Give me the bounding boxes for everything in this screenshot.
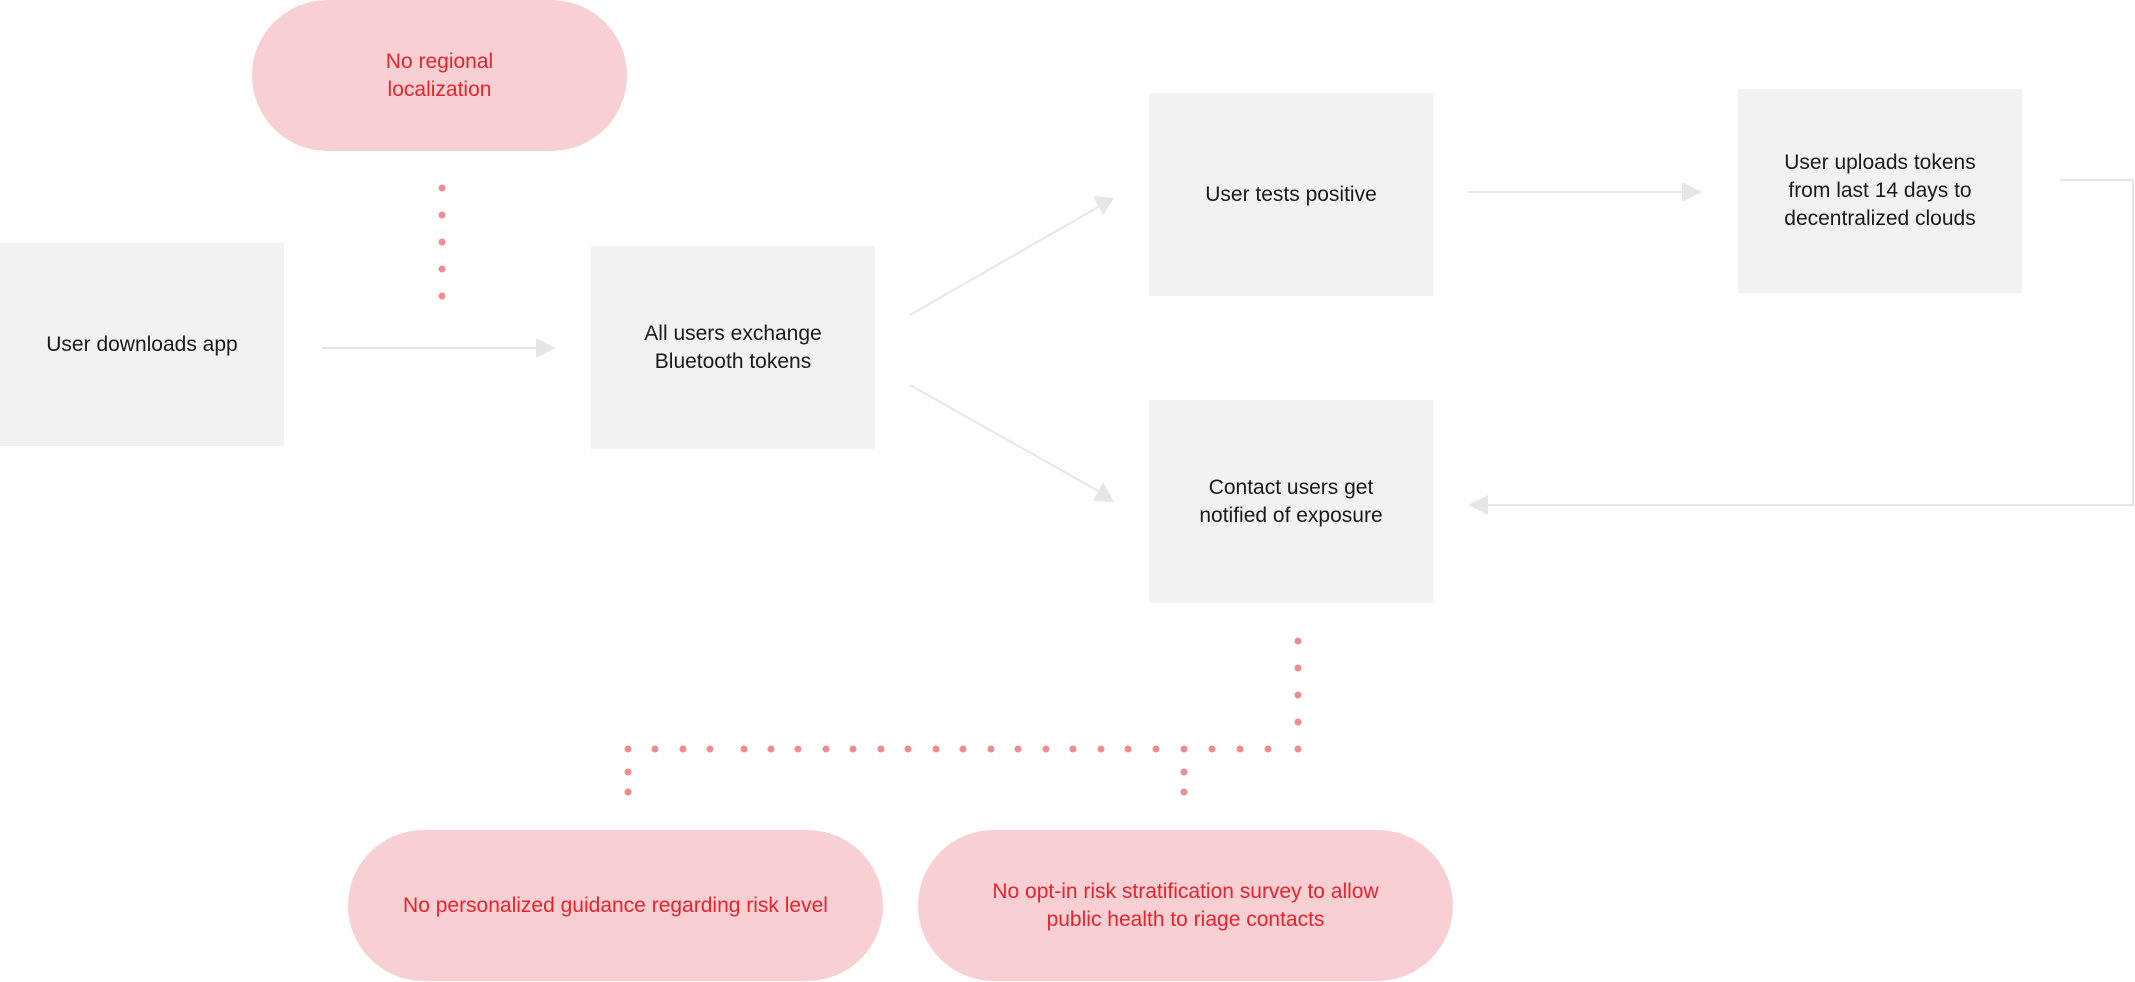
dot [1042, 745, 1050, 753]
dotted-connectors [438, 184, 1302, 796]
arrowhead-download-to-exchange [536, 338, 556, 358]
dot [932, 745, 940, 753]
dot [1180, 745, 1188, 753]
dot [1124, 745, 1132, 753]
dot [904, 745, 912, 753]
dot [987, 745, 995, 753]
dot [624, 768, 632, 776]
dot [849, 745, 857, 753]
dot [679, 745, 687, 753]
dot [438, 184, 446, 192]
dot [822, 745, 830, 753]
dot [1180, 768, 1188, 776]
step-contacts-notified: Contact users get notified of exposure [1149, 400, 1433, 603]
dot [740, 745, 748, 753]
arrow-upload-to-notified [1484, 179, 2134, 506]
dot [438, 265, 446, 273]
arrowhead-positive-to-upload [1682, 182, 1702, 202]
dot [1097, 745, 1105, 753]
dot [624, 788, 632, 796]
step-user-tests-positive: User tests positive [1149, 93, 1433, 296]
dot [1294, 637, 1302, 645]
arrowhead-exchange-to-positive [1093, 196, 1114, 215]
dot [1264, 745, 1272, 753]
arrowhead-exchange-to-notified [1093, 482, 1114, 502]
arrow-exchange-to-notified [909, 384, 1101, 493]
dot [438, 292, 446, 300]
arrow-exchange-to-positive [909, 205, 1101, 316]
dot [624, 745, 632, 753]
dot [438, 211, 446, 219]
dot [1294, 664, 1302, 672]
step-upload-tokens: User uploads tokens from last 14 days to… [1738, 89, 2022, 293]
dot [1069, 745, 1077, 753]
step-exchange-bluetooth-tokens: All users exchange Bluetooth tokens [591, 246, 875, 449]
dot [1294, 745, 1302, 753]
dot [1208, 745, 1216, 753]
step-user-downloads-app: User downloads app [0, 243, 284, 446]
dot [1152, 745, 1160, 753]
arrowhead-upload-to-notified [1468, 495, 1488, 515]
dot [1294, 718, 1302, 726]
dot [877, 745, 885, 753]
dot [959, 745, 967, 753]
dot [794, 745, 802, 753]
dot [1236, 745, 1244, 753]
dot [1294, 691, 1302, 699]
gap-no-regional-localization: No regional localization [252, 0, 627, 151]
dot [1180, 788, 1188, 796]
gap-no-personalized-guidance: No personalized guidance regarding risk … [348, 830, 883, 981]
dot [438, 238, 446, 246]
gap-no-risk-stratification-survey: No opt-in risk stratification survey to … [918, 830, 1453, 981]
dot [767, 745, 775, 753]
dot [1014, 745, 1022, 753]
dot [706, 745, 714, 753]
dot [651, 745, 659, 753]
